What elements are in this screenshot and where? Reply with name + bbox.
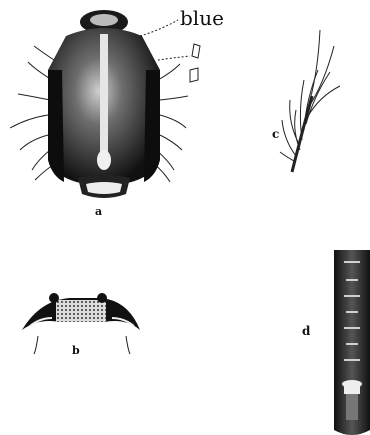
figure-d-tube (334, 250, 370, 435)
annotation-label: blue (180, 8, 224, 28)
figure-a-label: a (95, 206, 102, 217)
figure-c-plumose-hair (280, 30, 340, 172)
figure-b-head-section (22, 293, 140, 354)
figure-b-label: b (72, 345, 80, 356)
figure-a-larva (10, 10, 200, 198)
figure-c-label: c (272, 128, 279, 140)
figure-d-label: d (302, 325, 310, 337)
